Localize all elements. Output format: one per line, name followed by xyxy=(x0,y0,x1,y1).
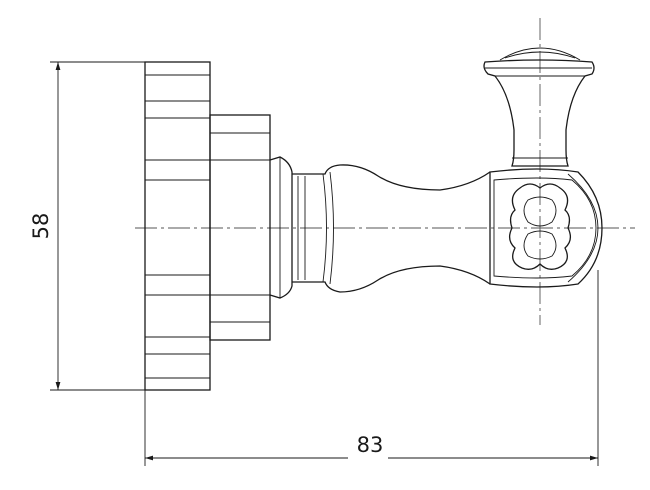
wall-flange xyxy=(144,61,211,391)
ornamental-hub xyxy=(489,168,603,288)
mounting-block xyxy=(209,114,271,341)
width-dimension: 83 xyxy=(144,270,599,466)
center-lines xyxy=(135,18,635,325)
height-value: 58 xyxy=(29,213,53,240)
width-value: 83 xyxy=(357,433,384,457)
height-dimension: 58 xyxy=(29,61,145,391)
hook-arm xyxy=(292,164,491,293)
collar xyxy=(269,156,293,299)
top-knob xyxy=(483,47,595,167)
